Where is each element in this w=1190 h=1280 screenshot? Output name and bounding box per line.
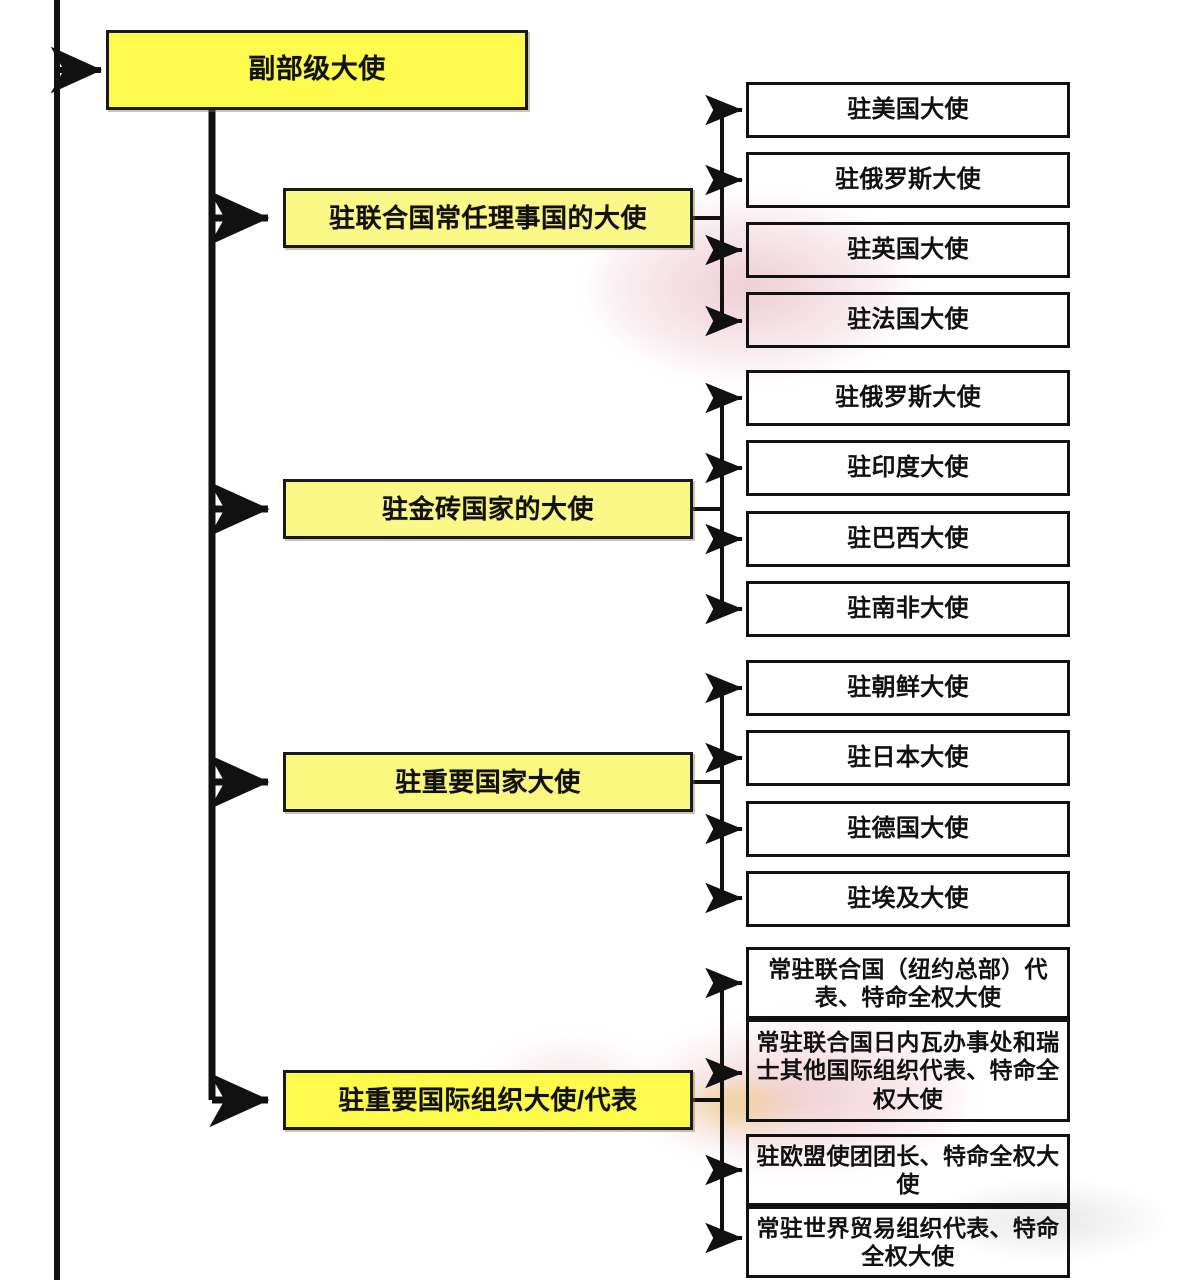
- node-leaf-label: 驻俄罗斯大使: [835, 383, 981, 411]
- node-leaf-ambassador-uk[interactable]: 驻英国大使: [746, 222, 1070, 278]
- node-leaf-ambassador-egypt[interactable]: 驻埃及大使: [746, 871, 1070, 927]
- node-leaf-head-of-mission-eu[interactable]: 驻欧盟使团团长、特命全权大使: [746, 1134, 1070, 1206]
- node-leaf-label: 驻俄罗斯大使: [835, 165, 981, 193]
- node-leaf-label: 驻南非大使: [847, 594, 969, 622]
- node-leaf-ambassador-russia-brics[interactable]: 驻俄罗斯大使: [746, 370, 1070, 426]
- node-category-un-permanent-members[interactable]: 驻联合国常任理事国的大使: [283, 188, 693, 248]
- node-category-label: 驻重要国际组织大使/代表: [338, 1084, 638, 1115]
- node-category-brics[interactable]: 驻金砖国家的大使: [283, 479, 693, 539]
- node-leaf-label: 驻美国大使: [847, 95, 969, 123]
- node-category-label: 驻金砖国家的大使: [381, 493, 594, 524]
- node-leaf-label: 驻法国大使: [847, 305, 969, 333]
- node-leaf-ambassador-india[interactable]: 驻印度大使: [746, 440, 1070, 496]
- node-leaf-label: 驻欧盟使团团长、特命全权大使: [756, 1142, 1060, 1197]
- node-root[interactable]: 副部级大使: [106, 30, 528, 110]
- node-leaf-ambassador-south-africa[interactable]: 驻南非大使: [746, 581, 1070, 637]
- node-leaf-label: 驻德国大使: [847, 814, 969, 842]
- node-leaf-ambassador-north-korea[interactable]: 驻朝鲜大使: [746, 660, 1070, 716]
- node-leaf-ambassador-brazil[interactable]: 驻巴西大使: [746, 511, 1070, 567]
- node-root-label: 副部级大使: [248, 54, 386, 85]
- node-leaf-label: 常驻联合国日内瓦办事处和瑞士其他国际组织代表、特命全权大使: [756, 1029, 1060, 1112]
- node-leaf-label: 驻巴西大使: [847, 524, 969, 552]
- node-leaf-permanent-representative-un-new-york[interactable]: 常驻联合国（纽约总部）代表、特命全权大使: [746, 947, 1070, 1019]
- node-leaf-ambassador-russia-un[interactable]: 驻俄罗斯大使: [746, 152, 1070, 208]
- node-leaf-label: 驻朝鲜大使: [847, 673, 969, 701]
- node-leaf-label: 常驻联合国（纽约总部）代表、特命全权大使: [768, 955, 1048, 1010]
- node-leaf-ambassador-usa[interactable]: 驻美国大使: [746, 82, 1070, 138]
- node-leaf-permanent-representative-wto[interactable]: 常驻世界贸易组织代表、特命全权大使: [746, 1206, 1070, 1278]
- node-leaf-ambassador-france[interactable]: 驻法国大使: [746, 292, 1070, 348]
- node-leaf-label: 驻英国大使: [847, 235, 969, 263]
- node-leaf-label: 驻印度大使: [847, 453, 969, 481]
- node-category-label: 驻联合国常任理事国的大使: [328, 202, 647, 233]
- node-leaf-ambassador-japan[interactable]: 驻日本大使: [746, 730, 1070, 786]
- node-leaf-label: 常驻世界贸易组织代表、特命全权大使: [756, 1214, 1060, 1269]
- node-leaf-label: 驻埃及大使: [847, 884, 969, 912]
- node-leaf-permanent-representative-un-geneva[interactable]: 常驻联合国日内瓦办事处和瑞士其他国际组织代表、特命全权大使: [746, 1019, 1070, 1122]
- node-category-important-countries[interactable]: 驻重要国家大使: [283, 752, 693, 812]
- node-category-international-organisations[interactable]: 驻重要国际组织大使/代表: [283, 1070, 693, 1130]
- node-leaf-label: 驻日本大使: [847, 743, 969, 771]
- node-category-label: 驻重要国家大使: [395, 766, 581, 797]
- node-leaf-ambassador-germany[interactable]: 驻德国大使: [746, 801, 1070, 857]
